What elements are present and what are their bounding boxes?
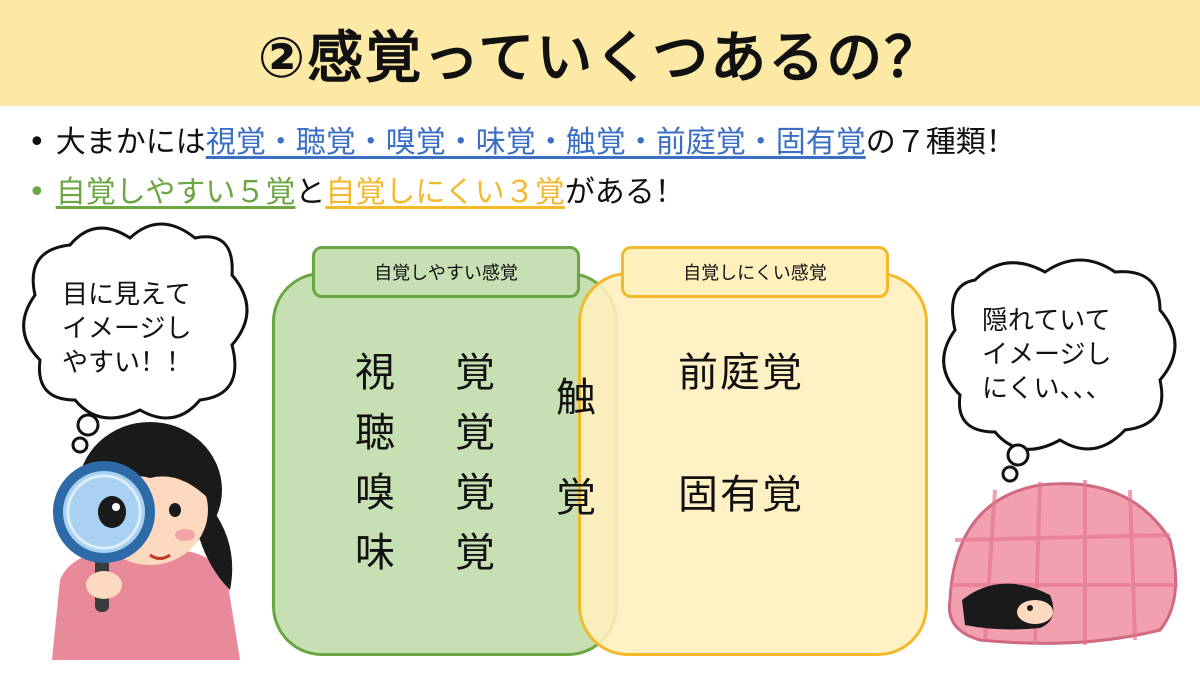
sense-suffix: 覚 [455, 350, 497, 396]
right-bubble-text: 隠れていて イメージし にくい、、、 [982, 304, 1111, 406]
hard-sense: 固有覚 [678, 472, 804, 518]
sense-suffix: 覚 [455, 410, 497, 456]
left-bubble-line: イメージし [62, 314, 192, 344]
right-bubble-line: 隠れていて [982, 306, 1111, 336]
bullet-awareness: • 自覚しやすい５覚と自覚しにくい３覚がある！ [28, 168, 1188, 218]
overlap-sense-top: 触 [556, 375, 598, 421]
senses-link: 視覚・聴覚・嗅覚・味覚・触覚・前庭覚・固有覚 [205, 125, 866, 160]
sense-kanji: 聴 [355, 410, 397, 456]
bullet-pre-text: 大まかには [55, 125, 206, 160]
left-thought-bubble [22, 222, 249, 454]
sense-kanji: 味 [355, 530, 397, 576]
overlap-sense-bottom: 覚 [556, 475, 598, 521]
easy-senses-text: 自覚しやすい５覚 [55, 175, 296, 210]
sense-suffix: 覚 [455, 530, 497, 576]
left-bubble-line: 目に見えて [62, 280, 191, 310]
bullet-post-text: がある！ [564, 175, 685, 210]
right-thought-bubble [942, 258, 1177, 483]
left-bubble-text: 目に見えて イメージし やすい！！ [62, 278, 192, 380]
hard-senses-text: 自覚しにくい３覚 [325, 175, 565, 210]
left-bubble-line: やすい！！ [62, 348, 193, 378]
right-bubble-line: イメージし [982, 340, 1112, 370]
bullet-post-text: の７種類！ [865, 125, 1016, 160]
sense-suffix: 覚 [455, 470, 497, 516]
easy-senses-label: 自覚しやすい感覚 [312, 246, 580, 298]
title-bar: ②感覚っていくつあるの？ [0, 0, 1200, 106]
bullet-senses: • 大まかには視覚・聴覚・嗅覚・味覚・触覚・前庭覚・固有覚の７種類！ [28, 118, 1188, 168]
person-under-blanket-icon [947, 480, 1178, 646]
hard-sense: 前庭覚 [678, 350, 804, 396]
hard-senses-panel [578, 272, 928, 656]
sense-kanji: 視 [355, 350, 397, 396]
girl-with-magnifier-icon [52, 422, 240, 660]
bullet-list: • 大まかには視覚・聴覚・嗅覚・味覚・触覚・前庭覚・固有覚の７種類！ • 自覚しやす… [28, 118, 1188, 218]
easy-senses-panel [272, 272, 618, 656]
hard-senses-label: 自覚しにくい感覚 [621, 246, 889, 298]
slide-title: ②感覚っていくつあるの？ [257, 25, 943, 91]
bullet-dot: • [28, 125, 46, 160]
bullet-dot: • [28, 175, 46, 210]
right-bubble-line: にくい、、、 [982, 374, 1112, 404]
bullet-mid-text: と [295, 175, 326, 210]
sense-kanji: 嗅 [355, 470, 397, 516]
